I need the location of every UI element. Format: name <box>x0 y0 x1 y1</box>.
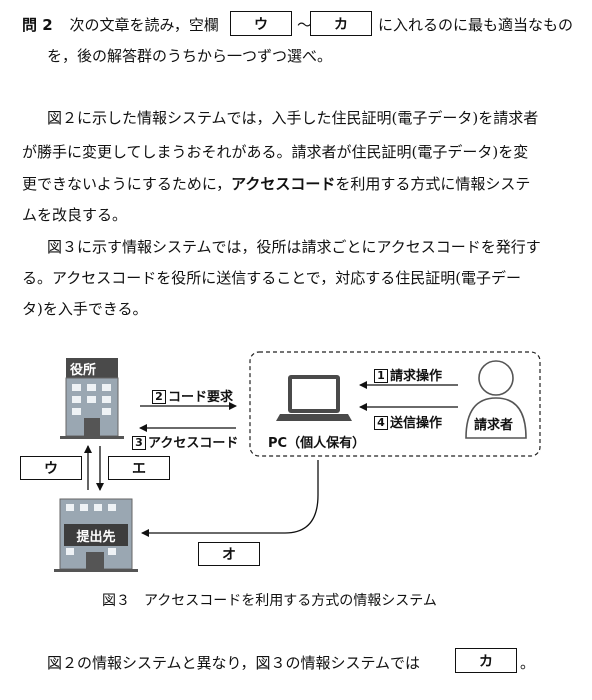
office-building-icon <box>60 358 124 439</box>
paragraph1-line3-b: を利用する方式に情報システ <box>335 175 531 193</box>
requester-label: 請求者 <box>474 418 514 433</box>
blank-o-diagram: オ <box>198 542 260 566</box>
paragraph2-line3: タ)を入手できる。 <box>22 300 148 318</box>
paragraph1-line4: ムを改良する。 <box>22 206 128 224</box>
destination-label: 提出先 <box>64 524 128 546</box>
blank-e-diagram: エ <box>108 456 170 480</box>
office-label: 役所 <box>70 363 97 378</box>
question-line-2: を，後の解答群のうちから一つずつ選べ。 <box>47 47 333 65</box>
question-line-1: 問 2 次の文章を読み，空欄 <box>22 15 219 35</box>
blank-u-header: ウ <box>230 11 292 36</box>
paragraph1-line3: 更できないようにするために，アクセスコードを利用する方式に情報システ <box>22 174 530 194</box>
figure-caption: 図３ アクセスコードを利用する方式の情報システム <box>102 593 437 609</box>
requester-icon <box>465 360 527 439</box>
blank-u-diagram: ウ <box>20 456 82 480</box>
blank-ka-header: カ <box>310 11 372 36</box>
paragraph1-line1: 図２に示した情報システムでは，入手した住民証明(電子データ)を請求者 <box>47 109 539 127</box>
blank-ka-conclusion: カ <box>455 648 517 673</box>
paragraph2-line1: 図３に示す情報システムでは，役所は請求ごとにアクセスコードを発行す <box>47 238 541 256</box>
laptop-icon <box>276 375 352 421</box>
paragraph2-line2: る。アクセスコードを役所に送信することで，対応する住民証明(電子デー <box>22 269 522 287</box>
conclusion-text-a: 図２の情報システムと異なり，図３の情報システムでは <box>47 654 421 672</box>
arrow-o-pc-to-destination <box>141 460 319 537</box>
paragraph1-line2: が勝手に変更してしまうおそれがある。請求者が住民証明(電子データ)を変 <box>22 143 529 161</box>
question-intro-a: 次の文章を読み，空欄 <box>69 16 219 34</box>
paragraph1-line3-a: 更できないようにするために， <box>22 175 232 193</box>
pc-label: PC（個人保有） <box>268 436 366 451</box>
keyword-access-code: アクセスコード <box>231 175 336 193</box>
user-side-boundary <box>249 351 541 457</box>
question-number: 問 2 <box>22 16 53 34</box>
question-intro-b: に入れるのに最も適当なもの <box>378 16 574 34</box>
question-tilde: ～ <box>297 16 313 34</box>
conclusion-text-b: 。 <box>520 654 536 672</box>
